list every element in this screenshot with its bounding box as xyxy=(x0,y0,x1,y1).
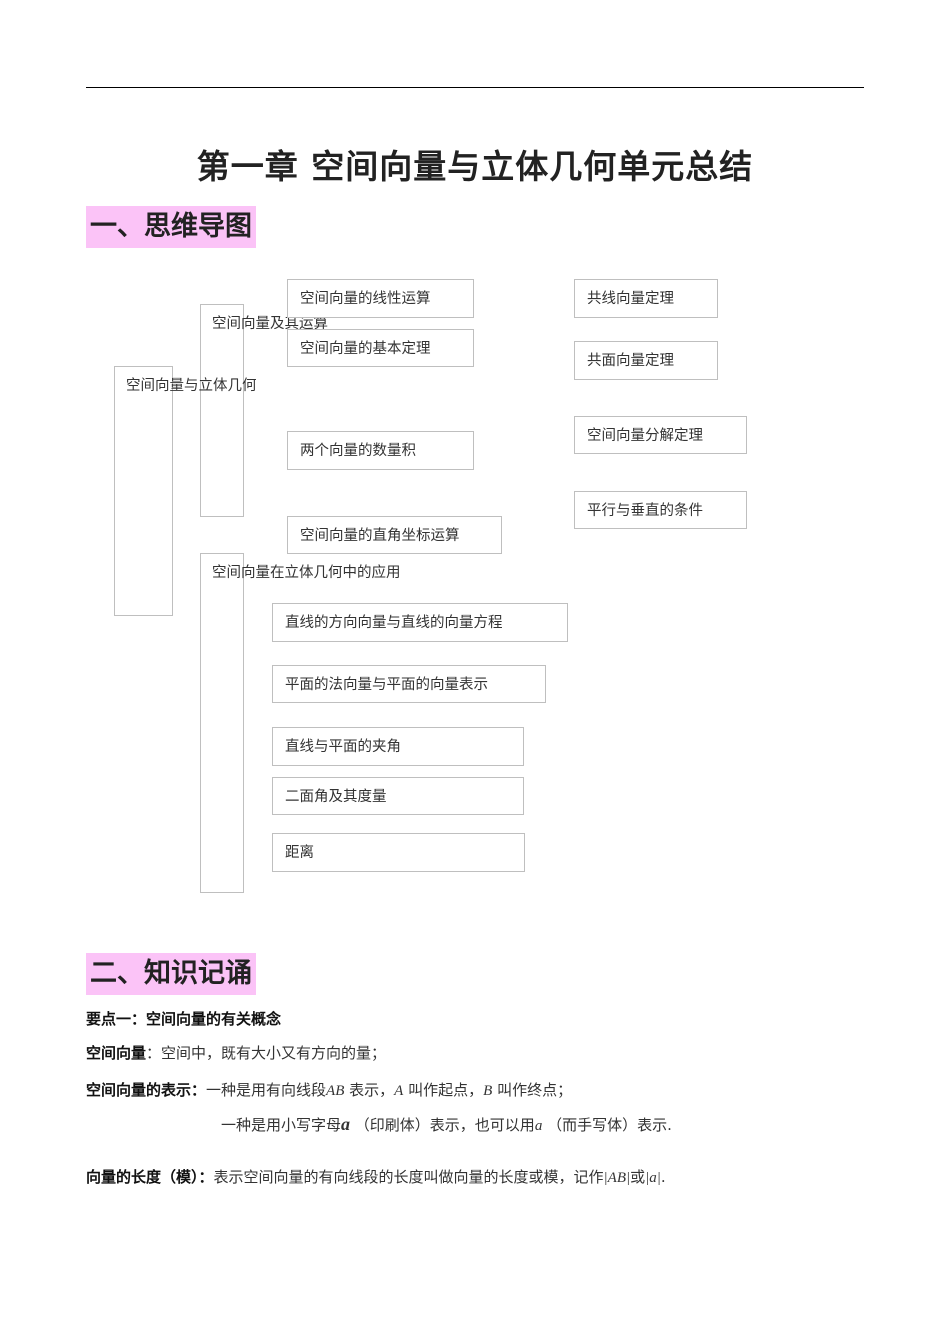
mindmap-node: 平面的法向量与平面的向量表示 xyxy=(272,665,546,703)
text: 一种是用有向线段 xyxy=(206,1081,327,1099)
len-label: 向量的长度（模）： xyxy=(86,1168,214,1186)
representation-line-2: 一种是用小写字母a （印刷体）表示，也可以用a （而手写体）表示. xyxy=(221,1114,672,1135)
mindmap-root-label: 空间向量与立体几何 xyxy=(126,378,257,394)
representation-line-1: 空间向量的表示：一种是用有向线段AB 表示，A 叫作起点，B 叫作终点； xyxy=(86,1079,572,1100)
text: . xyxy=(660,1168,666,1186)
length-line: 向量的长度（模）：表示空间向量的有向线段的长度叫做向量的长度或模，记作|AB|或… xyxy=(86,1166,666,1187)
mindmap-node: 空间向量的直角坐标运算 xyxy=(287,516,502,554)
mindmap-node: 空间向量分解定理 xyxy=(574,416,747,454)
definition-line: 空间向量：空间中，既有大小又有方向的量； xyxy=(86,1042,386,1063)
node-label: 共面向量定理 xyxy=(587,353,674,369)
math-AB: AB xyxy=(326,1083,345,1099)
text: 表示， xyxy=(349,1081,395,1099)
def-label: 空间向量 xyxy=(86,1044,147,1062)
mindmap-node: 空间向量的基本定理 xyxy=(287,329,474,367)
math-B: B xyxy=(483,1083,493,1099)
section-heading-mindmap: 一、思维导图 xyxy=(86,206,256,248)
text: （印刷体）表示，也可以用 xyxy=(354,1116,535,1134)
math-abs-AB: |AB| xyxy=(603,1170,631,1186)
mindmap-node: 平行与垂直的条件 xyxy=(574,491,747,529)
point-heading: 要点一：空间向量的有关概念 xyxy=(86,1008,281,1029)
text: 一种是用小写字母 xyxy=(221,1116,342,1134)
node-label: 直线的方向向量与直线的向量方程 xyxy=(285,615,503,631)
text: 叫作起点， xyxy=(408,1081,484,1099)
node-label: 空间向量的线性运算 xyxy=(300,291,431,307)
text: 叫作终点； xyxy=(497,1081,573,1099)
math-abs-a: |a| xyxy=(645,1170,661,1186)
section-heading-knowledge: 二、知识记诵 xyxy=(86,953,256,995)
mindmap-node: 距离 xyxy=(272,833,525,872)
math-A: A xyxy=(394,1083,404,1099)
mindmap-node: 空间向量的线性运算 xyxy=(287,279,474,318)
text: 或 xyxy=(630,1168,646,1186)
text: （而手写体）表示. xyxy=(547,1116,672,1134)
page-title: 第一章 空间向量与立体几何单元总结 xyxy=(196,147,754,186)
mindmap-node: 直线的方向向量与直线的向量方程 xyxy=(272,603,568,642)
node-label: 空间向量分解定理 xyxy=(587,428,703,444)
def-text: ：空间中，既有大小又有方向的量； xyxy=(146,1044,387,1062)
header-rule xyxy=(86,87,864,88)
text: 表示空间向量的有向线段的长度叫做向量的长度或模，记作 xyxy=(213,1168,604,1186)
repr-label: 空间向量的表示： xyxy=(86,1081,207,1099)
node-label: 共线向量定理 xyxy=(587,291,674,307)
node-label: 距离 xyxy=(285,845,314,861)
math-a-bold: a xyxy=(341,1114,351,1134)
node-label: 空间向量的直角坐标运算 xyxy=(300,528,460,544)
node-label: 平面的法向量与平面的向量表示 xyxy=(285,677,488,693)
mindmap-branch2-box xyxy=(200,553,244,893)
mindmap-node: 直线与平面的夹角 xyxy=(272,727,524,766)
point1-label: 要点一：空间向量的有关概念 xyxy=(86,1010,282,1028)
node-label: 平行与垂直的条件 xyxy=(587,503,703,519)
mindmap-branch2-label: 空间向量在立体几何中的应用 xyxy=(212,565,401,581)
node-label: 空间向量的基本定理 xyxy=(300,341,431,357)
mindmap-root-box xyxy=(114,366,173,616)
mindmap-node: 两个向量的数量积 xyxy=(287,431,474,470)
math-a: a xyxy=(534,1118,543,1134)
node-label: 二面角及其度量 xyxy=(285,789,387,805)
mindmap-node: 共线向量定理 xyxy=(574,279,718,318)
mindmap-branch1-box xyxy=(200,304,244,517)
node-label: 直线与平面的夹角 xyxy=(285,739,401,755)
mindmap-node: 共面向量定理 xyxy=(574,341,718,380)
node-label: 两个向量的数量积 xyxy=(300,443,416,459)
mindmap-branch1-label: 空间向量及其运算 xyxy=(212,316,328,332)
mindmap-node: 二面角及其度量 xyxy=(272,777,524,815)
